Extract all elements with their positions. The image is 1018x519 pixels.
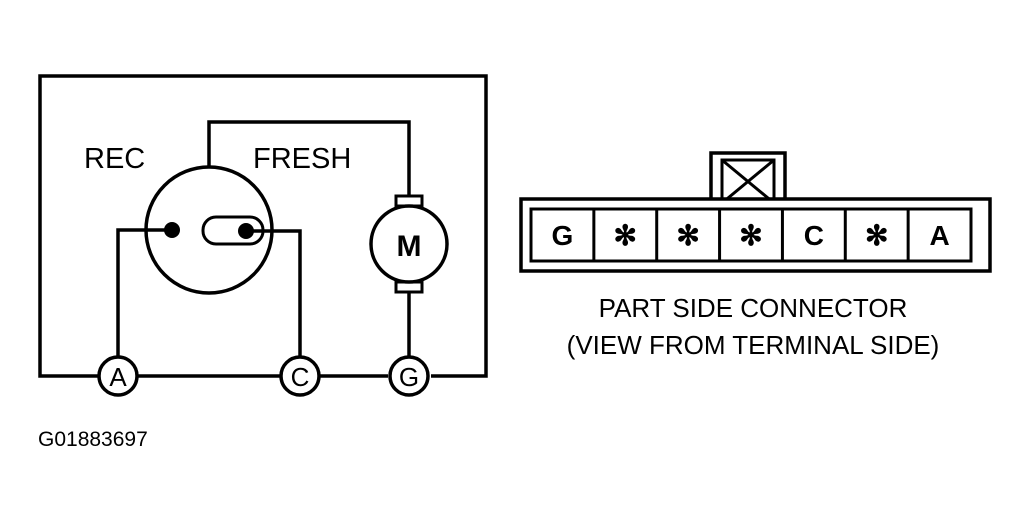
- terminal-c: [279, 355, 321, 397]
- outer-box-wire: [38, 74, 488, 378]
- motor-icon: [369, 204, 449, 284]
- terminal-g: [388, 355, 430, 397]
- latch-cross-2: [721, 158, 775, 205]
- terminal-c-label: C: [291, 362, 310, 392]
- connector-caption-line1: PART SIDE CONNECTOR: [599, 293, 908, 323]
- part-side-connector: G ✻ ✻ ✻ C ✻ A: [519, 151, 992, 273]
- connector-cell-label: C: [804, 220, 824, 251]
- terminal-a: [97, 355, 139, 397]
- wire-rec-a: [116, 228, 172, 358]
- fresh-label: FRESH: [253, 143, 351, 175]
- connector-cell-row: [529, 207, 973, 263]
- connector-cell-label: ✻: [865, 220, 888, 251]
- connector-cell-label: A: [929, 220, 949, 251]
- connector-cell-label: G: [552, 220, 574, 251]
- connector-cell-label: ✻: [676, 220, 699, 251]
- wire-switch-motor: [207, 120, 411, 198]
- wire-fresh-c: [246, 229, 302, 358]
- connector-cell-label: ✻: [739, 220, 762, 251]
- motor-label: M: [397, 230, 422, 263]
- terminal-g-label: G: [399, 362, 419, 392]
- connector-cell-label: ✻: [614, 220, 637, 251]
- figure-id: G01883697: [38, 428, 148, 451]
- connector-caption-line2: (VIEW FROM TERMINAL SIDE): [567, 330, 940, 360]
- terminal-a-label: A: [109, 362, 127, 392]
- rec-label: REC: [84, 143, 145, 175]
